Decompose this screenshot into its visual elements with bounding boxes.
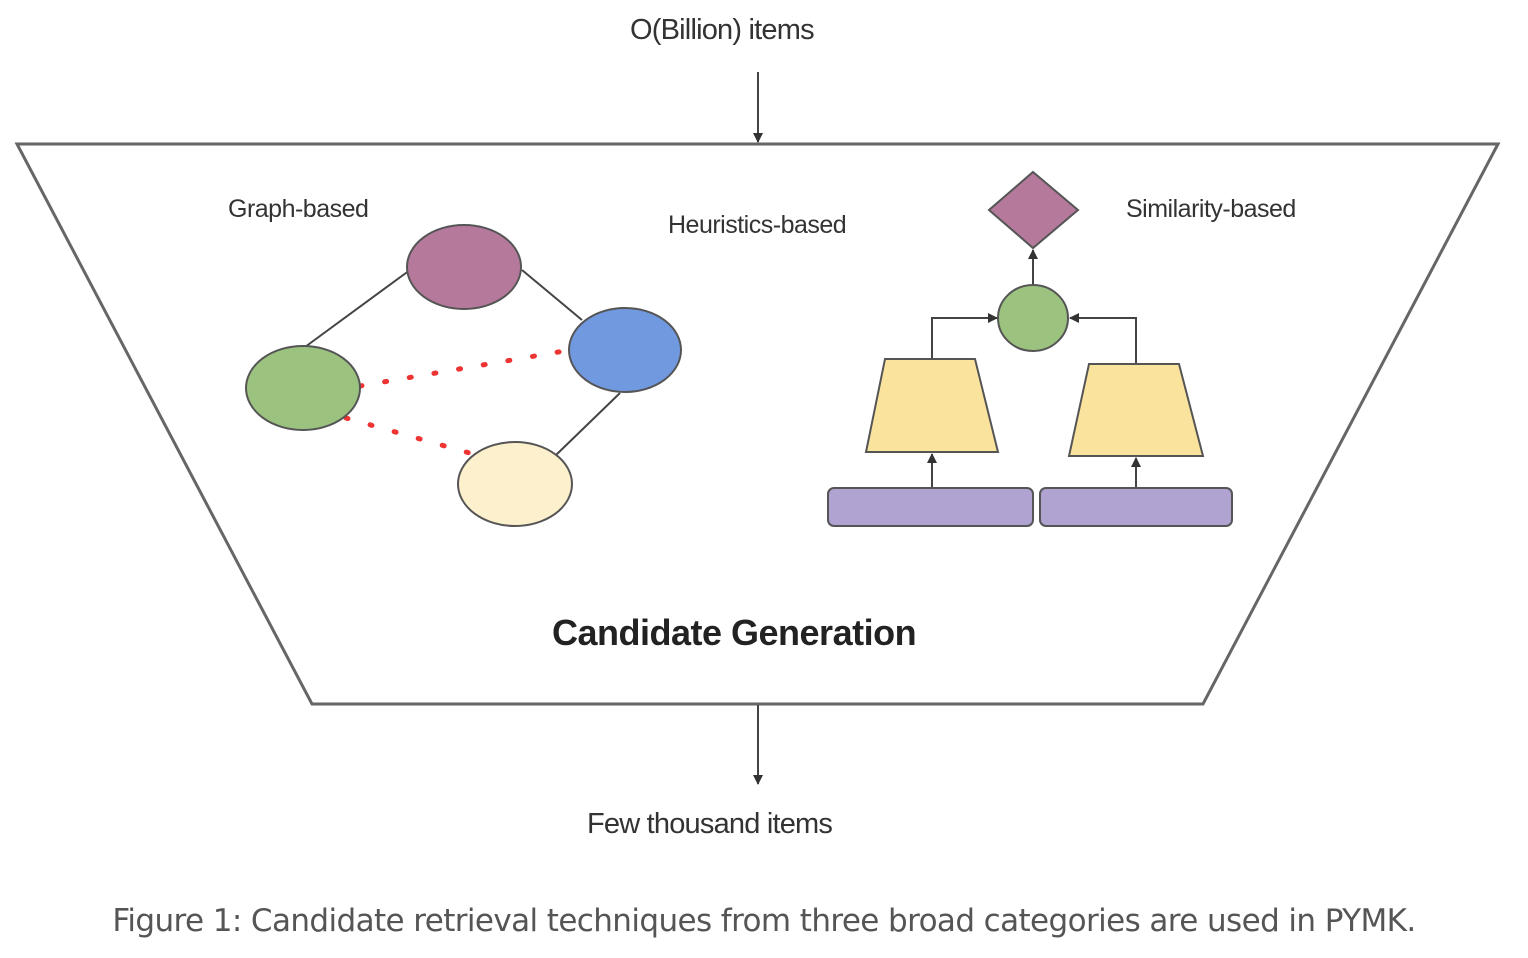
output-diamond (987, 170, 1080, 250)
combiner-circle (997, 284, 1069, 352)
right-tower-to-combiner-arrow (1069, 313, 1137, 364)
edge-purple-green (304, 269, 411, 348)
edge-blue-cream (555, 392, 621, 456)
left-input-block (827, 487, 1034, 527)
right-encoder-tower (1067, 363, 1205, 457)
edge-purple-blue (521, 269, 583, 321)
purple-node (406, 224, 522, 310)
dotted-edge-green-blue (357, 347, 573, 389)
stage-title: Candidate Generation (552, 612, 917, 653)
graph-based-label: Graph-based (228, 195, 369, 223)
heuristics-based-label: Heuristics-based (668, 211, 847, 239)
cream-node (457, 441, 573, 527)
figure-caption: Figure 1: Candidate retrieval techniques… (112, 903, 1416, 939)
green-node (245, 345, 361, 431)
graph-based-illustration (245, 224, 682, 527)
right-input-block (1039, 487, 1233, 527)
input-items-label: O(Billion) items (630, 14, 815, 46)
output-items-label: Few thousand items (587, 808, 833, 840)
left-tower-to-combiner-arrow (931, 313, 998, 359)
blue-node (568, 307, 682, 393)
similarity-based-label: Similarity-based (1126, 195, 1296, 223)
candidate-generation-funnel (14, 142, 1501, 706)
left-encoder-tower (864, 358, 1000, 453)
similarity-based-illustration (827, 170, 1233, 527)
